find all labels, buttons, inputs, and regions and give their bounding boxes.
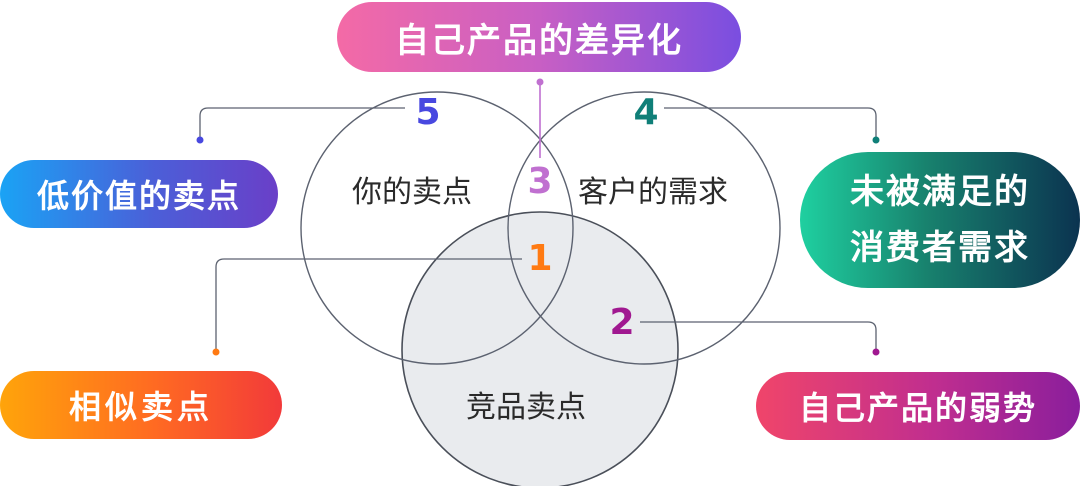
callout-unmet-needs-line2: 消费者需求 — [850, 228, 1030, 268]
your-selling-points-circle — [300, 91, 574, 365]
callout-low-value-text: 低价值的卖点 — [36, 177, 241, 215]
callout-differentiation-text: 自己产品的差异化 — [395, 20, 683, 61]
region-number-2: 2 — [609, 302, 634, 343]
label-customer-needs: 客户的需求 — [578, 175, 728, 210]
competitor-circle — [401, 211, 679, 486]
connector-5 — [199, 107, 405, 140]
label-competitor-selling-points: 竞品卖点 — [466, 390, 586, 425]
connector-4-dot — [872, 136, 880, 144]
connector-5-dot — [196, 136, 204, 144]
callout-differentiation: 自己产品的差异化 — [337, 2, 741, 72]
region-number-1: 1 — [527, 238, 552, 279]
callout-similar-text: 相似卖点 — [68, 388, 213, 426]
connector-1 — [215, 258, 522, 352]
callout-similar: 相似卖点 — [0, 371, 282, 439]
connector-4 — [664, 107, 877, 140]
customer-needs-circle — [507, 91, 781, 365]
connector-2 — [640, 321, 877, 352]
region-number-4: 4 — [633, 92, 658, 133]
callout-low-value: 低价值的卖点 — [0, 160, 278, 228]
region-number-5: 5 — [415, 92, 440, 133]
region-number-3: 3 — [527, 161, 552, 202]
connector-2-dot — [872, 348, 880, 356]
connector-3-dot — [536, 78, 544, 86]
callout-unmet-needs: 未被满足的 消费者需求 — [800, 152, 1080, 288]
callout-weakness-text: 自己产品的弱势 — [798, 389, 1037, 427]
connector-1-dot — [212, 348, 220, 356]
label-your-selling-points: 你的卖点 — [352, 175, 472, 210]
callout-unmet-needs-line1: 未被满足的 — [850, 172, 1030, 212]
callout-weakness: 自己产品的弱势 — [756, 372, 1080, 440]
